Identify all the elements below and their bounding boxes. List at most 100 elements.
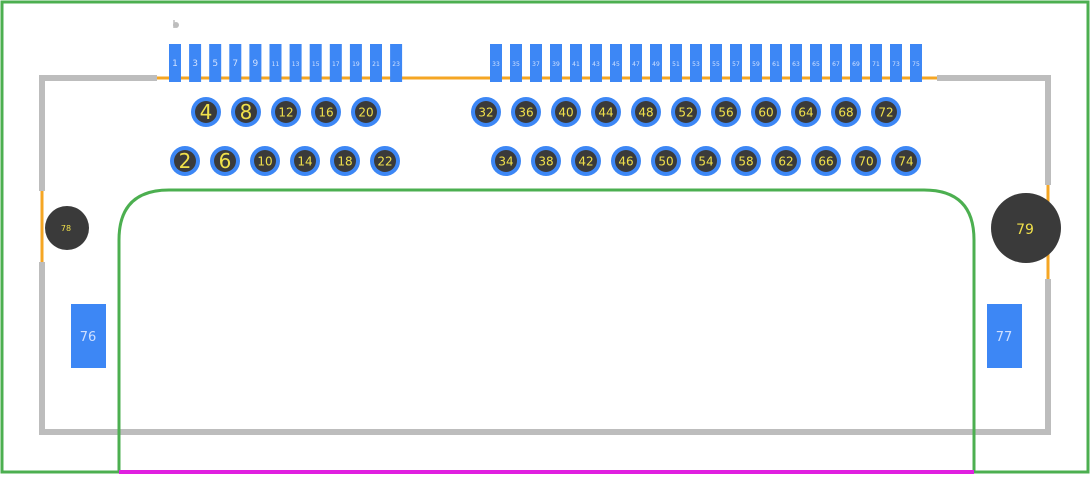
th-pad-label: 44 <box>598 105 613 119</box>
th-drill <box>835 101 857 123</box>
th-pad-label: 48 <box>638 105 653 119</box>
smd-pad-label: 33 <box>492 61 500 68</box>
smd-pad-label: 53 <box>692 61 700 68</box>
smd-pad-21 <box>370 44 382 82</box>
smd-pad-label: 23 <box>392 61 400 68</box>
mounting-hole-right <box>991 193 1061 263</box>
th-drill <box>174 150 196 172</box>
smd-pad-label: 73 <box>892 61 900 68</box>
th-pad-label: 60 <box>758 105 773 119</box>
smd-pad-label: 19 <box>352 61 360 68</box>
th-drill <box>515 101 537 123</box>
smd-pad-label: 61 <box>772 61 780 68</box>
smd-pad-65 <box>810 44 822 82</box>
smd-pad-label: 13 <box>292 61 300 68</box>
th-drill <box>575 150 597 172</box>
smd-pad-label: 3 <box>192 59 198 69</box>
smd-pad-label: 43 <box>592 61 600 68</box>
smd-pad-63 <box>790 44 802 82</box>
smd-pad-39 <box>550 44 562 82</box>
th-pad-label: 52 <box>678 105 693 119</box>
th-pad-label: 64 <box>798 105 813 119</box>
smd-pad-7 <box>229 44 242 82</box>
th-pad-label: 20 <box>358 105 373 119</box>
smd-pad-label: 5 <box>212 59 218 69</box>
th-drill <box>555 101 577 123</box>
th-pad-label: 66 <box>818 154 833 168</box>
th-pad-label: 10 <box>257 154 272 168</box>
smd-pad-75 <box>910 44 922 82</box>
th-pad-label: 68 <box>838 105 853 119</box>
smd-pad-label: 15 <box>312 61 320 68</box>
smd-pad-45 <box>610 44 622 82</box>
smd-pad-label: 65 <box>812 61 820 68</box>
th-drill <box>214 150 236 172</box>
th-pad-label: 16 <box>318 105 333 119</box>
th-drill <box>315 101 337 123</box>
th-drill <box>875 101 897 123</box>
mounting-hole-right-label: 79 <box>1016 222 1034 238</box>
th-drill <box>635 101 657 123</box>
smd-pad-label: 37 <box>532 61 540 68</box>
smd-pad-15 <box>309 44 322 82</box>
smd-pad-41 <box>570 44 582 82</box>
th-drill <box>895 150 917 172</box>
th-pad-label: 46 <box>618 154 633 168</box>
smd-pad-73 <box>890 44 902 82</box>
th-pad-label: 32 <box>478 105 493 119</box>
th-drill <box>655 150 677 172</box>
th-pad-label: 34 <box>498 154 513 168</box>
smd-pad-5 <box>209 44 222 82</box>
smd-pad-label: 1 <box>172 59 178 69</box>
smd-pad-35 <box>510 44 522 82</box>
th-drill <box>294 150 316 172</box>
smd-pad-label: 51 <box>672 61 680 68</box>
th-drill <box>675 101 697 123</box>
smd-pad-61 <box>770 44 782 82</box>
th-drill <box>334 150 356 172</box>
smd-pad-label: 57 <box>732 61 740 68</box>
th-pad-label: 4 <box>200 100 213 124</box>
smd-pad-label: 21 <box>372 61 380 68</box>
smd-pad-label: 47 <box>632 61 640 68</box>
th-pad-label: 8 <box>240 100 253 124</box>
th-pad-label: 18 <box>337 154 352 168</box>
th-pad-label: 40 <box>558 105 573 119</box>
smd-pad-label: 71 <box>872 61 880 68</box>
th-pad-label: 6 <box>219 149 232 173</box>
th-pad-label: 62 <box>778 154 793 168</box>
smd-pad-37 <box>530 44 542 82</box>
mounting-hole-left <box>45 206 89 250</box>
th-drill <box>615 150 637 172</box>
th-pad-label: 12 <box>278 105 293 119</box>
th-drill <box>535 150 557 172</box>
smd-pad-71 <box>870 44 882 82</box>
th-drill <box>795 101 817 123</box>
th-drill <box>254 150 276 172</box>
smd-pad-33 <box>490 44 502 82</box>
smd-pad-59 <box>750 44 762 82</box>
smd-pad-label: 45 <box>612 61 620 68</box>
th-drill <box>475 101 497 123</box>
th-drill <box>374 150 396 172</box>
th-pad-label: 36 <box>518 105 533 119</box>
smd-pad-label: 69 <box>852 61 860 68</box>
smd-pad-label: 35 <box>512 61 520 68</box>
smd-pad-label: 59 <box>752 61 760 68</box>
smd-pad-label: 75 <box>912 61 920 68</box>
th-drill <box>275 101 297 123</box>
side-pad-right <box>987 304 1022 368</box>
smd-pad-51 <box>670 44 682 82</box>
th-drill <box>775 150 797 172</box>
side-pad-left-label: 76 <box>80 330 97 345</box>
th-pad-label: 56 <box>718 105 733 119</box>
smd-pad-label: 41 <box>572 61 580 68</box>
th-pad-label: 22 <box>377 154 392 168</box>
th-drill <box>735 150 757 172</box>
th-drill <box>355 101 377 123</box>
smd-pad-9 <box>249 44 262 82</box>
